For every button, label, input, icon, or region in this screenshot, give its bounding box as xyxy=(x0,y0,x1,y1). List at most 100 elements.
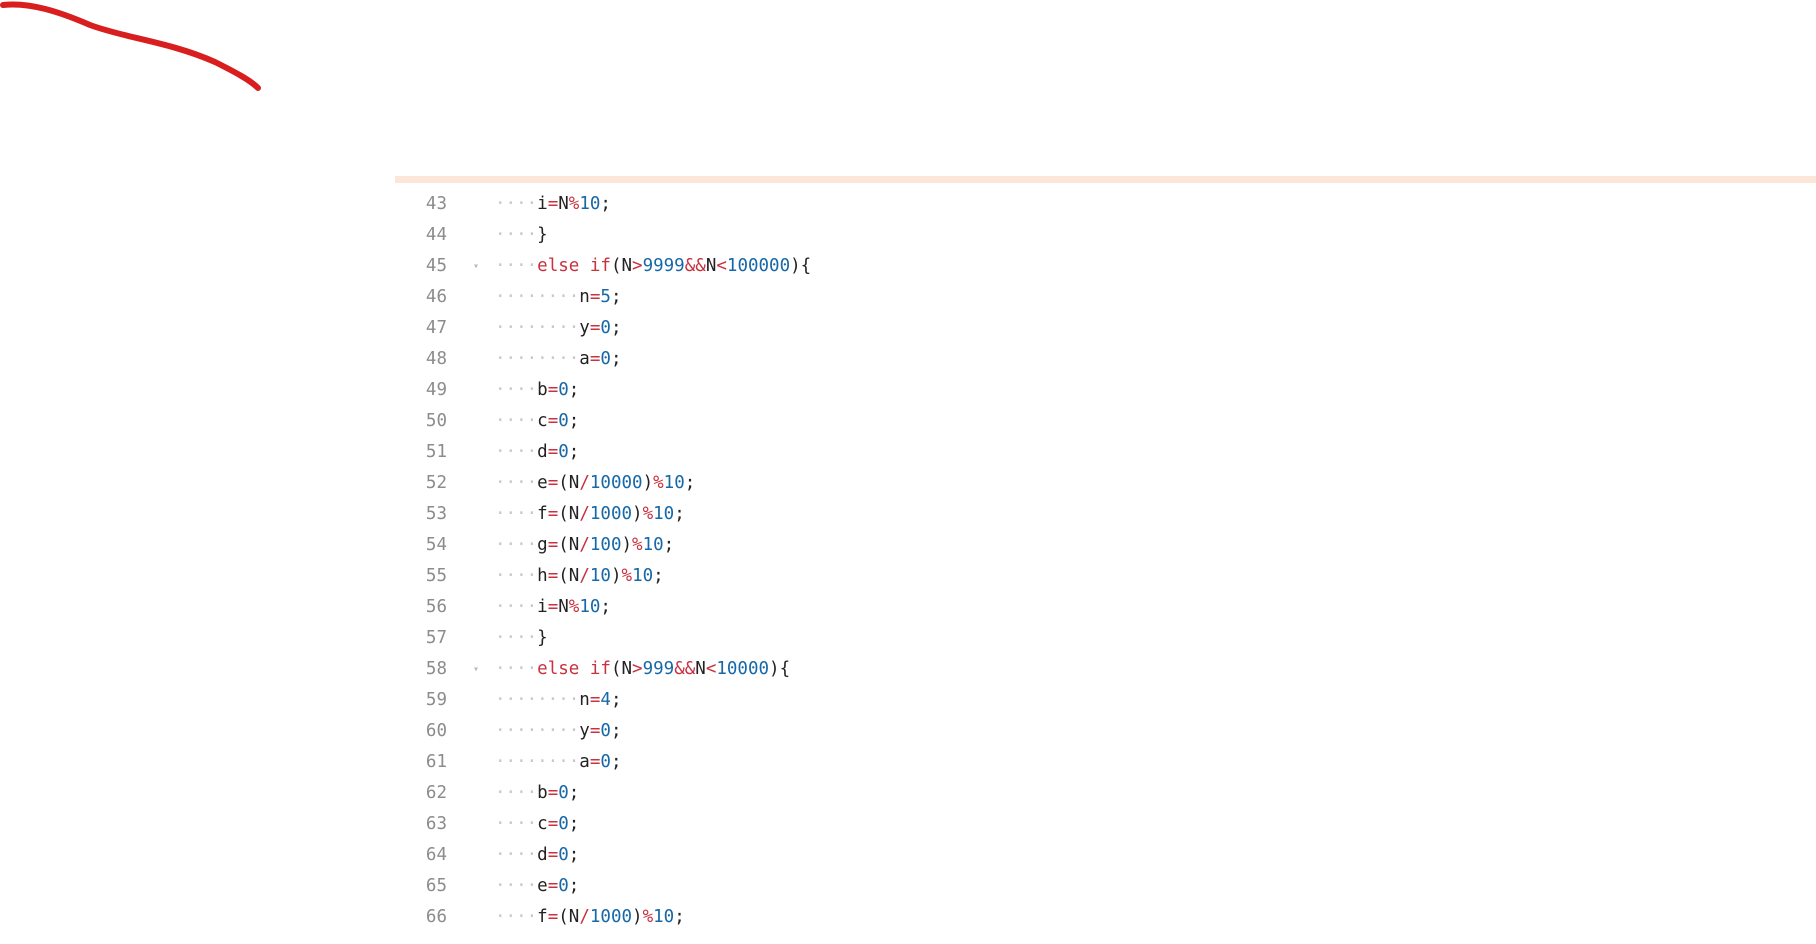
code-text: ····} xyxy=(495,628,548,648)
line-number: 47 xyxy=(425,318,447,338)
code-text: ····e=0; xyxy=(495,876,580,896)
code-text: ····b=0; xyxy=(495,380,580,400)
code-text: ····e=(N/10000)%10; xyxy=(495,473,696,493)
code-text: ····else if(N>999&&N<10000){ xyxy=(495,659,791,679)
line-number: 61 xyxy=(425,752,447,772)
line-number: 63 xyxy=(425,814,447,834)
code-line[interactable]: 48 ········a=0; xyxy=(395,344,1816,375)
fold-toggle-icon[interactable]: ▾ xyxy=(473,261,480,272)
code-line[interactable]: 49 ····b=0; xyxy=(395,375,1816,406)
whitespace-marker: ···· xyxy=(495,256,538,276)
code-text: ····f=(N/1000)%10; xyxy=(495,504,685,524)
code-text: ····h=(N/10)%10; xyxy=(495,566,664,586)
code-text: ····d=0; xyxy=(495,442,580,462)
code-text: ········a=0; xyxy=(495,752,622,772)
code-line[interactable]: 47 ········y=0; xyxy=(395,313,1816,344)
whitespace-marker: ········ xyxy=(495,318,580,338)
whitespace-marker: ···· xyxy=(495,380,538,400)
code-text: ····d=0; xyxy=(495,845,580,865)
whitespace-marker: ········ xyxy=(495,349,580,369)
code-text: ····i=N%10; xyxy=(495,597,611,617)
line-number: 49 xyxy=(425,380,447,400)
code-text: ····} xyxy=(495,225,548,245)
line-number: 48 xyxy=(425,349,447,369)
whitespace-marker: ···· xyxy=(495,783,538,803)
whitespace-marker: ···· xyxy=(495,442,538,462)
code-text: ········n=5; xyxy=(495,287,622,307)
line-number: 66 xyxy=(425,907,447,927)
code-text: ········a=0; xyxy=(495,349,622,369)
code-line[interactable]: 63 ····c=0; xyxy=(395,809,1816,840)
line-number: 58 xyxy=(425,659,447,679)
code-line[interactable]: 62 ····b=0; xyxy=(395,778,1816,809)
line-number: 50 xyxy=(425,411,447,431)
code-line[interactable]: 54····g=(N/100)%10; xyxy=(395,530,1816,561)
whitespace-marker: ···· xyxy=(495,566,538,586)
line-number: 53 xyxy=(425,504,447,524)
line-number: 52 xyxy=(425,473,447,493)
code-text: ····b=0; xyxy=(495,783,580,803)
whitespace-marker: ···· xyxy=(495,845,538,865)
line-number: 57 xyxy=(425,628,447,648)
code-line[interactable]: 53 ····f=(N/1000)%10; xyxy=(395,499,1816,530)
code-line[interactable]: 44 ····} xyxy=(395,220,1816,251)
line-number: 59 xyxy=(425,690,447,710)
whitespace-marker: ········ xyxy=(495,690,580,710)
whitespace-marker: ···· xyxy=(495,473,538,493)
line-number: 65 xyxy=(425,876,447,896)
whitespace-marker: ········ xyxy=(495,721,580,741)
whitespace-marker: ···· xyxy=(495,907,538,927)
code-line[interactable]: 43 ····i=N%10; xyxy=(395,189,1816,220)
code-line[interactable]: 59 ········n=4; xyxy=(395,685,1816,716)
code-text: ········y=0; xyxy=(495,721,622,741)
line-number: 60 xyxy=(425,721,447,741)
code-text: ····i=N%10; xyxy=(495,194,611,214)
line-number: 46 xyxy=(425,287,447,307)
code-text: ········n=4; xyxy=(495,690,622,710)
code-text: ····c=0; xyxy=(495,814,580,834)
whitespace-marker: ········ xyxy=(495,287,580,307)
code-line[interactable]: 58 ▾ ····else if(N>999&&N<10000){ xyxy=(395,654,1816,685)
red-pen-annotation xyxy=(0,1,261,91)
code-lines: 43 ····i=N%10; 44 ····} 45 ▾ ····else if(N>999… xyxy=(395,189,1816,933)
code-line[interactable]: 50 ····c=0; xyxy=(395,406,1816,437)
annotation-stroke xyxy=(0,1,261,91)
line-number: 43 xyxy=(425,194,447,214)
code-line[interactable]: 55 ····h=(N/10)%10; xyxy=(395,561,1816,592)
code-line[interactable]: 51 ····d=0; xyxy=(395,437,1816,468)
code-line[interactable]: 45 ▾ ····else if(N>9999&&N<100000){ xyxy=(395,251,1816,282)
line-number: 56 xyxy=(425,597,447,617)
code-line[interactable]: 56 ····i=N%10; xyxy=(395,592,1816,623)
whitespace-marker: ········ xyxy=(495,752,580,772)
whitespace-marker: ···· xyxy=(495,225,538,245)
code-text: ····f=(N/1000)%10; xyxy=(495,907,685,927)
whitespace-marker: ···· xyxy=(495,597,538,617)
code-line[interactable]: 60 ········y=0; xyxy=(395,716,1816,747)
code-editor[interactable]: 43 ····i=N%10; 44 ····} 45 ▾ ····else if(N>999… xyxy=(395,176,1816,944)
line-number: 62 xyxy=(425,783,447,803)
line-number: 51 xyxy=(425,442,447,462)
line-number: 45 xyxy=(425,256,447,276)
whitespace-marker: ···· xyxy=(495,814,538,834)
whitespace-marker: ···· xyxy=(495,535,538,555)
code-text: ····else if(N>9999&&N<100000){ xyxy=(495,256,812,276)
line-number: 44 xyxy=(425,225,447,245)
fold-toggle-icon[interactable]: ▾ xyxy=(473,664,480,675)
whitespace-marker: ···· xyxy=(495,628,538,648)
whitespace-marker: ···· xyxy=(495,876,538,896)
code-line[interactable]: 65 ····e=0; xyxy=(395,871,1816,902)
code-line[interactable]: 64 ····d=0; xyxy=(395,840,1816,871)
code-text: ····c=0; xyxy=(495,411,580,431)
whitespace-marker: ···· xyxy=(495,411,538,431)
code-line[interactable]: 52 ····e=(N/10000)%10; xyxy=(395,468,1816,499)
line-number: 54 xyxy=(425,535,447,555)
code-line[interactable]: 66 ····f=(N/1000)%10; xyxy=(395,902,1816,933)
code-line[interactable]: 61 ········a=0; xyxy=(395,747,1816,778)
code-line[interactable]: 46 ········n=5; xyxy=(395,282,1816,313)
code-line[interactable]: 57 ····} xyxy=(395,623,1816,654)
whitespace-marker: ···· xyxy=(495,504,538,524)
line-number: 64 xyxy=(425,845,447,865)
code-text: ········y=0; xyxy=(495,318,622,338)
line-number: 55 xyxy=(425,566,447,586)
whitespace-marker: ···· xyxy=(495,194,538,214)
